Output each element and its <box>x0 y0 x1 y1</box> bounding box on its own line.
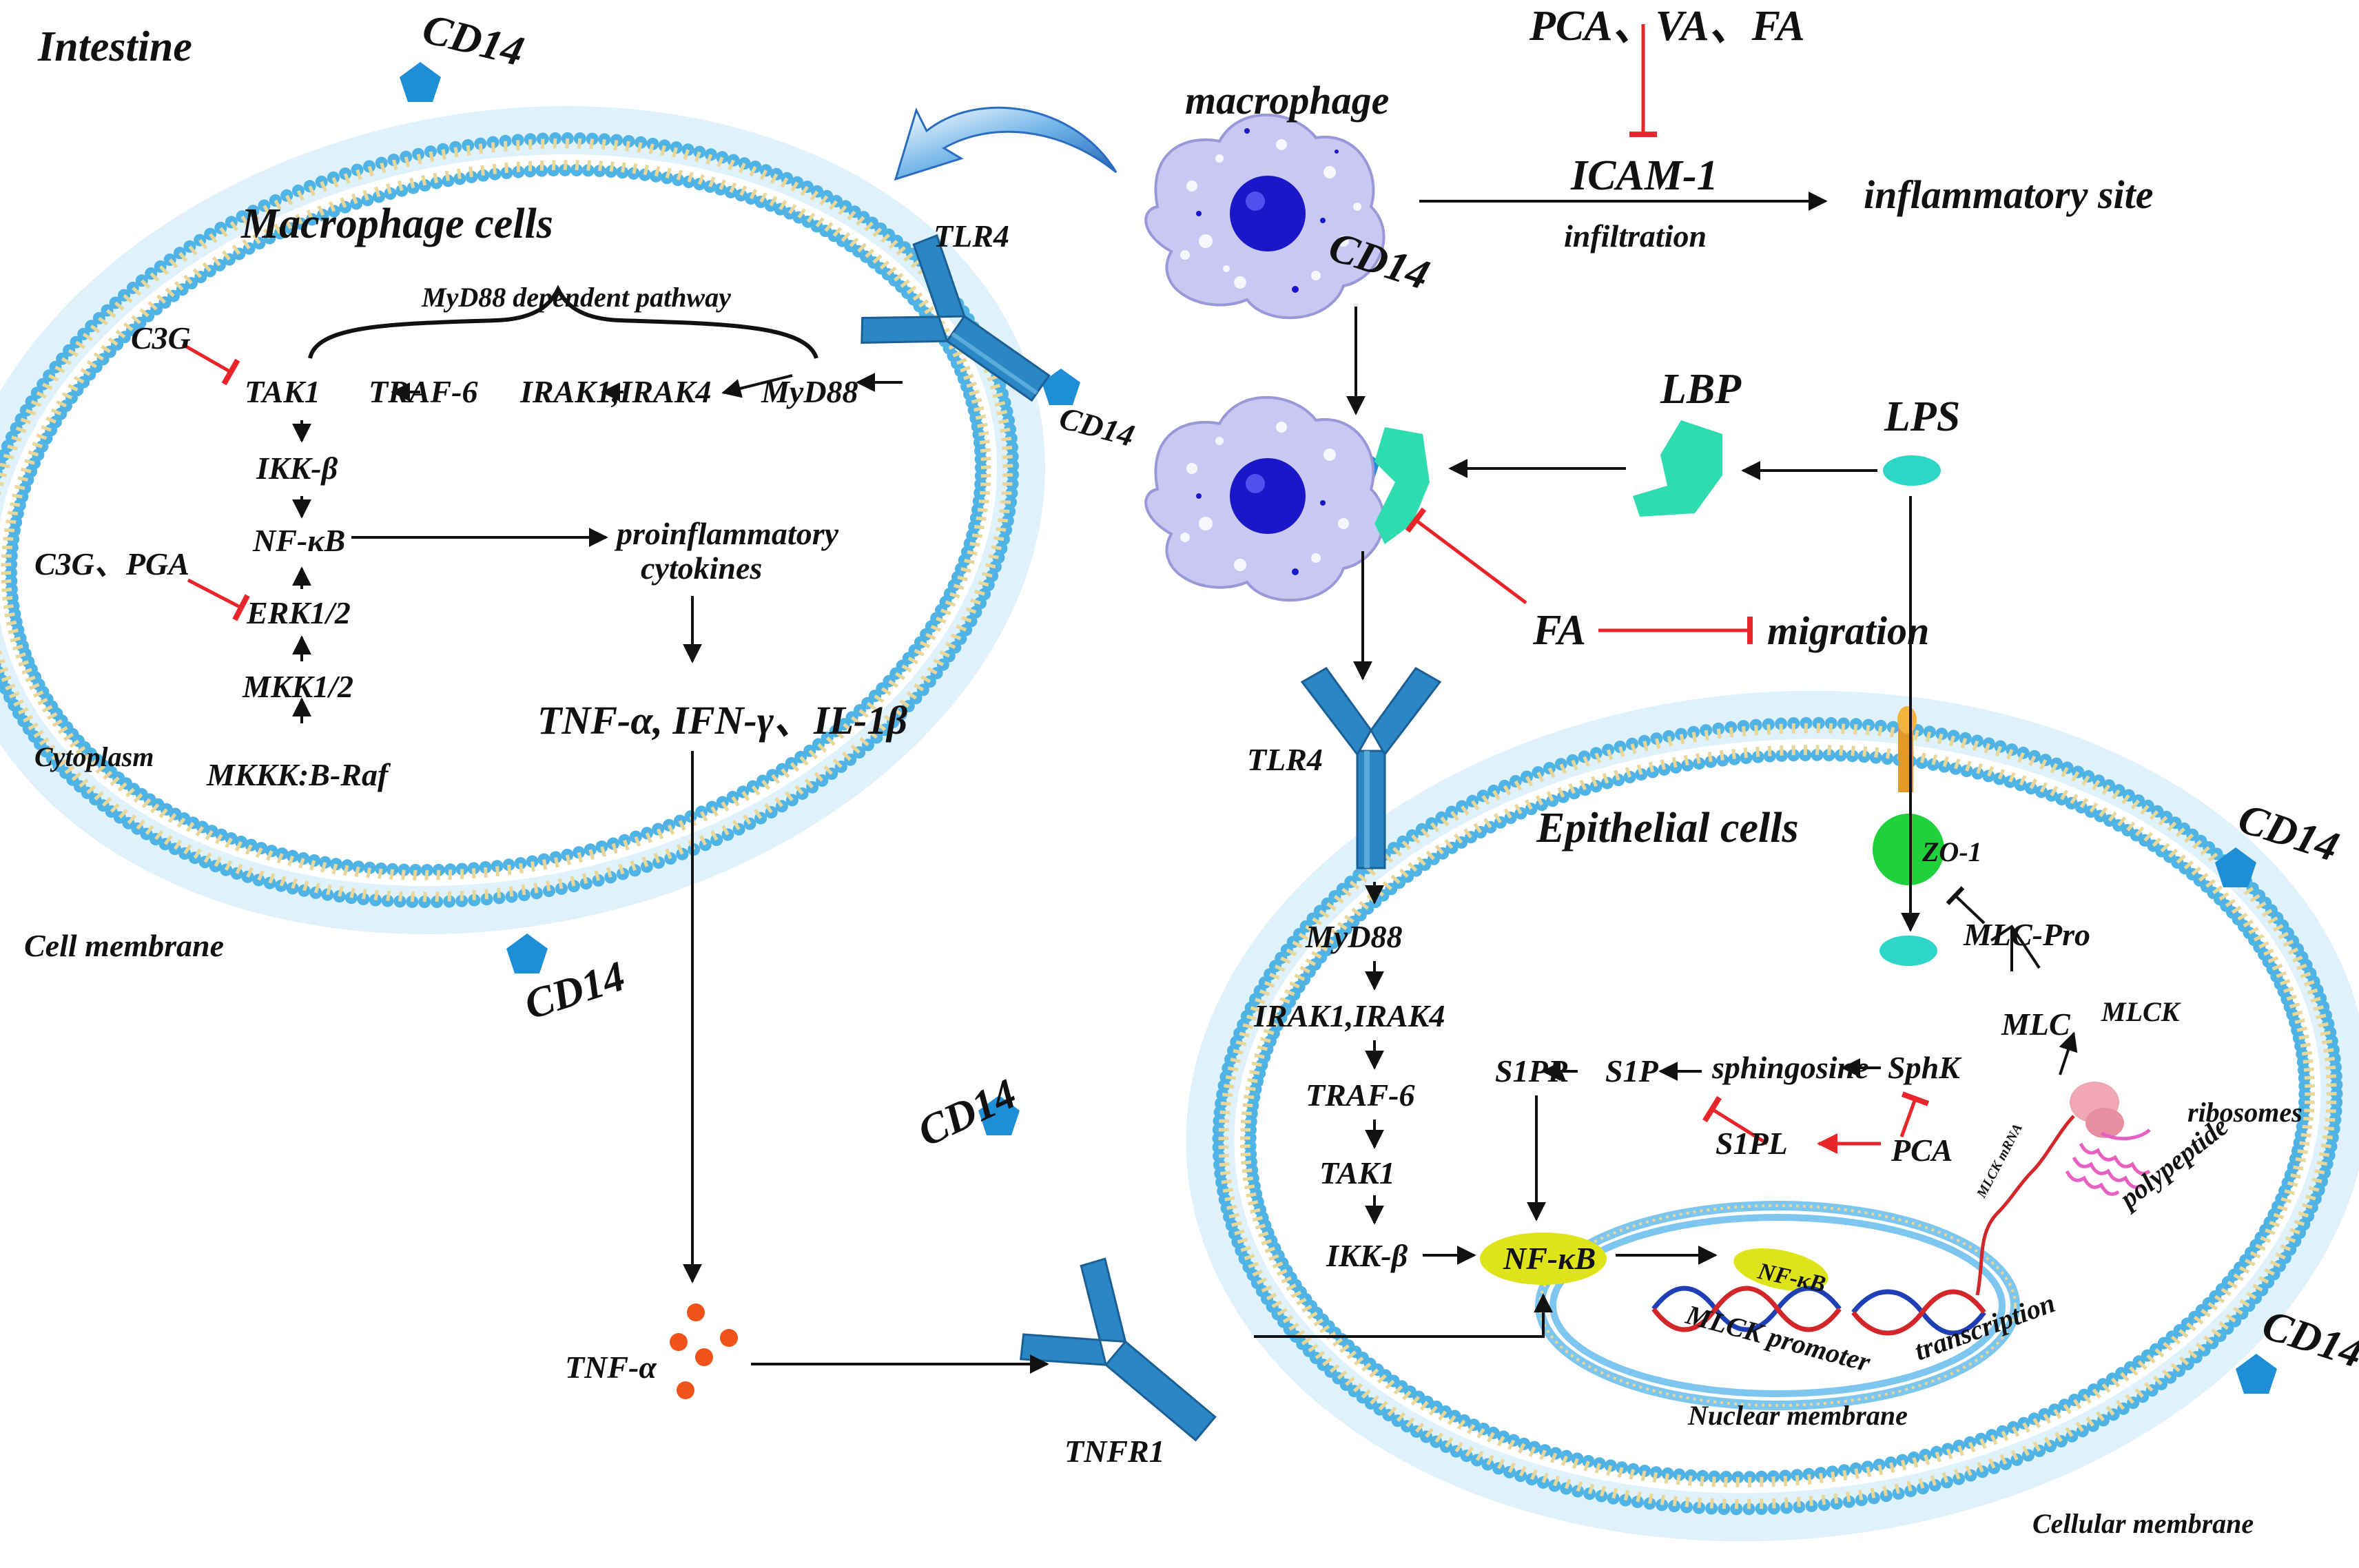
mlck-label: MLCK <box>2101 996 2181 1027</box>
lps-label: LPS <box>1884 393 1960 440</box>
c3g-pga-label: C3G、PGA <box>34 546 189 581</box>
tak1-left-label: TAK1 <box>245 374 320 409</box>
cell-membrane-label: Cell membrane <box>24 928 224 963</box>
c3g-label: C3G <box>131 320 191 355</box>
curved-arrow-icon <box>896 107 1116 179</box>
lps-icon <box>1879 936 1937 966</box>
fa-label: FA <box>1532 607 1586 654</box>
zo1-label: ZO-1 <box>1922 836 1982 867</box>
cytokines-label: cytokines <box>641 550 762 586</box>
icam1-label: ICAM-1 <box>1570 152 1718 199</box>
s1pr-label: S1PR <box>1495 1053 1569 1089</box>
myd88-dependent-label: MyD88 dependent pathway <box>421 282 731 313</box>
macrophage-label: macrophage <box>1185 78 1389 123</box>
cytoplasm-label: Cytoplasm <box>34 741 154 772</box>
nuclear-membrane-label: Nuclear membrane <box>1687 1400 1908 1431</box>
sphingosine-label: sphingosine <box>1711 1050 1869 1085</box>
cd14-icon <box>2236 1354 2277 1394</box>
tnfa-label: TNF-α <box>565 1350 657 1385</box>
cd14-label: CD14 <box>418 6 528 76</box>
macrophage-icon <box>1146 398 1383 600</box>
lbp-label: LBP <box>1660 366 1742 413</box>
infiltration-label: infiltration <box>1564 218 1707 254</box>
epithelial-cells-label: Epithelial cells <box>1536 805 1799 852</box>
mlc-pro-label: MLC-Pro <box>1963 917 2090 952</box>
ikkb-right-label: IKK-β <box>1326 1238 1408 1273</box>
cytokines-list-label: TNF-α, IFN-γ、IL-1β <box>537 698 907 743</box>
tak1-right-label: TAK1 <box>1319 1155 1395 1190</box>
migration-label: migration <box>1767 608 1929 653</box>
nfkb-left-label: NF-κB <box>252 523 345 558</box>
cd14-icon <box>506 933 548 973</box>
macrophage-cells-label: Macrophage cells <box>240 200 553 247</box>
erk-label: ERK1/2 <box>246 595 351 630</box>
inflammatory-site-label: inflammatory site <box>1864 172 2154 217</box>
traf6-right-label: TRAF-6 <box>1306 1077 1414 1113</box>
myd88-right-label: MyD88 <box>1305 919 1403 954</box>
mlc-label: MLC <box>2001 1007 2071 1042</box>
s1pl-label: S1PL <box>1716 1126 1788 1161</box>
intestine-label: Intestine <box>37 23 192 70</box>
lbp-icon <box>1633 420 1722 517</box>
cd14-icon <box>400 62 441 102</box>
proinflammatory-label: proinflammatory <box>614 516 839 551</box>
nfkb-right-label: NF-κB <box>1503 1241 1596 1276</box>
cd14-label: CD14 <box>911 1070 1023 1155</box>
myd88-left-label: MyD88 <box>761 374 858 409</box>
macrophage-cell-membrane <box>0 36 1095 1004</box>
mkk-label: MKK1/2 <box>242 669 353 704</box>
tnfa-dots-icon <box>670 1303 738 1399</box>
traf6-left-label: TRAF-6 <box>369 374 477 409</box>
cd14-label: CD14 <box>1055 400 1137 453</box>
ikkb-left-label: IKK-β <box>256 451 338 486</box>
sphk-label: SphK <box>1888 1050 1962 1085</box>
mkkk-label: MKKK:B-Raf <box>206 757 391 792</box>
irak-right-label: IRAK1,IRAK4 <box>1253 998 1445 1033</box>
irak-left-label: IRAK1,IRAK4 <box>519 374 711 409</box>
macrophage-icon <box>1146 115 1383 318</box>
lbp-icon <box>1374 427 1430 544</box>
cellular-membrane-label: Cellular membrane <box>2032 1508 2254 1539</box>
pca-label: PCA <box>1891 1133 1953 1168</box>
tlr4-right-label: TLR4 <box>1247 742 1323 777</box>
polypeptide-label: polypeptide <box>2112 1111 2234 1215</box>
tlr4-receptor-icon <box>850 227 1078 442</box>
tnfr1-label: TNFR1 <box>1064 1434 1165 1469</box>
lps-icon <box>1883 455 1941 486</box>
pca-va-fa-label: PCA、VA、FA <box>1529 3 1805 50</box>
s1p-label: S1P <box>1605 1053 1659 1089</box>
tlr4-left-label: TLR4 <box>934 218 1009 254</box>
